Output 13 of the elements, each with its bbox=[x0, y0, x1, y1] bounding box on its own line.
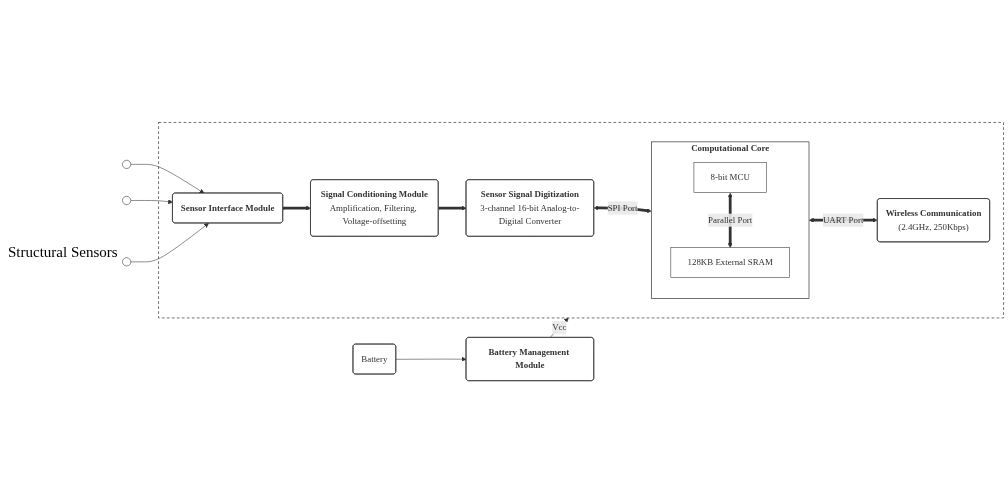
cluster bbox=[158, 122, 1004, 319]
node-circle bbox=[122, 196, 132, 206]
arrow bbox=[283, 206, 311, 212]
node-box: 8-bit MCU bbox=[693, 162, 767, 194]
edge-label: UART Port bbox=[822, 215, 864, 226]
sensor-group-label: Structural Sensors bbox=[8, 243, 118, 261]
arrow bbox=[438, 206, 467, 212]
node-box: 128KB External SRAM bbox=[670, 247, 790, 279]
edge-label: SPI Port bbox=[607, 203, 638, 213]
node-circle bbox=[122, 257, 132, 267]
edge-label: Parallel Port bbox=[708, 215, 753, 226]
edge-label: Vcc bbox=[552, 323, 567, 333]
node-circle bbox=[122, 160, 132, 170]
